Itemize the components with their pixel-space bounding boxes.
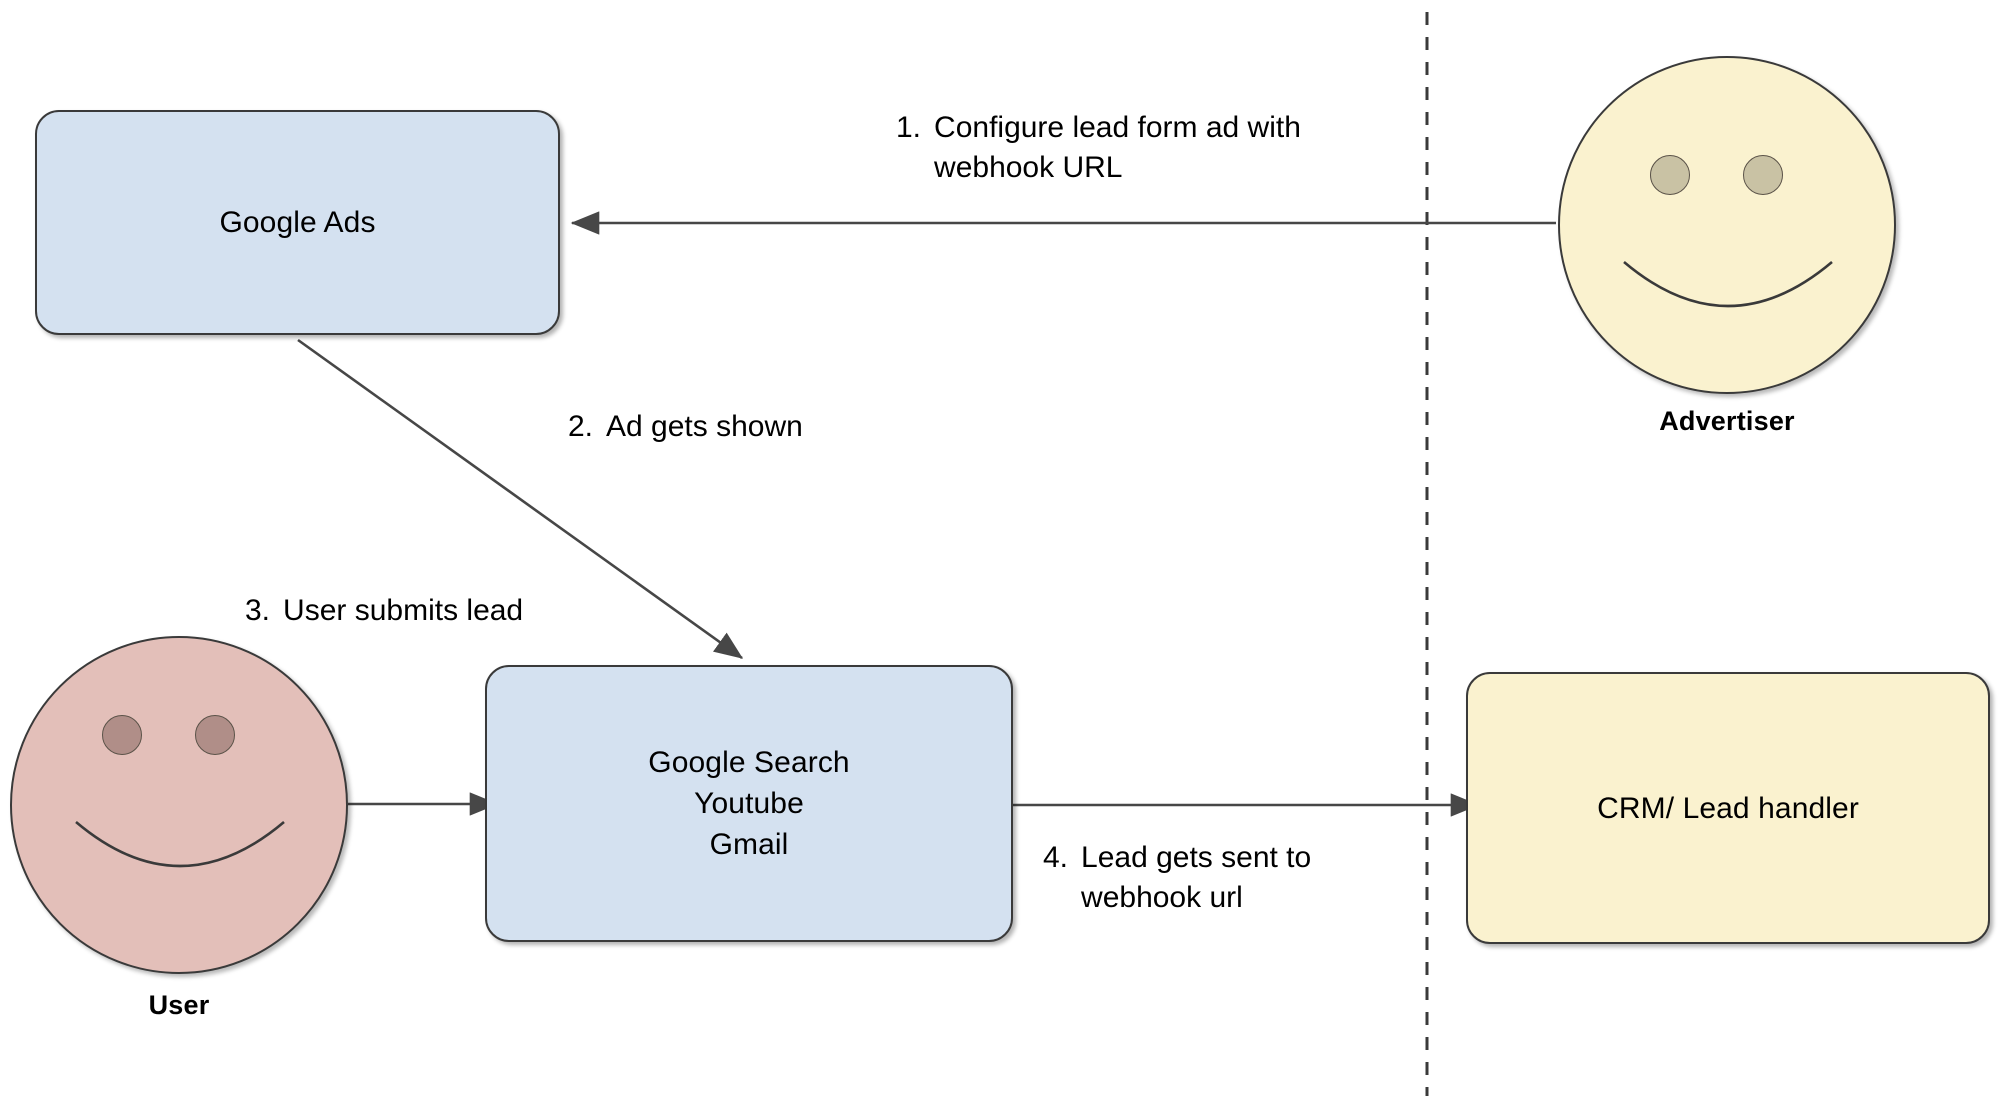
node-crm-lead-handler[interactable]: CRM/ Lead handler bbox=[1466, 672, 1990, 944]
step-label-2: 2. Ad gets shown bbox=[568, 407, 803, 447]
step-3-number: 3. bbox=[245, 594, 271, 627]
user-left-eye-icon bbox=[102, 715, 142, 755]
step-1-number: 1. bbox=[896, 111, 922, 144]
user-face-icon bbox=[10, 636, 348, 974]
step-label-3: 3. User submits lead bbox=[245, 591, 523, 631]
step-2-number: 2. bbox=[568, 410, 594, 443]
advertiser-left-eye-icon bbox=[1650, 155, 1690, 195]
actor-advertiser[interactable] bbox=[1558, 56, 1896, 394]
step-4-number: 4. bbox=[1043, 841, 1069, 874]
step-1-text: Configure lead form ad with webhook URL bbox=[934, 111, 1301, 184]
step-3-text: User submits lead bbox=[283, 594, 524, 627]
actor-advertiser-caption: Advertiser bbox=[1659, 406, 1795, 436]
actor-user[interactable] bbox=[10, 636, 348, 974]
node-google-properties-label: Google Search Youtube Gmail bbox=[648, 746, 850, 861]
user-smile-icon bbox=[75, 821, 285, 868]
node-crm-lead-handler-label: CRM/ Lead handler bbox=[1597, 791, 1859, 825]
advertiser-smile-icon bbox=[1623, 261, 1833, 308]
step-2-text: Ad gets shown bbox=[606, 410, 803, 443]
advertiser-right-eye-icon bbox=[1743, 155, 1783, 195]
node-google-properties[interactable]: Google Search Youtube Gmail bbox=[485, 665, 1013, 942]
step-4-text: Lead gets sent to webhook url bbox=[1081, 841, 1312, 914]
user-right-eye-icon bbox=[195, 715, 235, 755]
step-label-1: 1. Configure lead form ad with webhook U… bbox=[896, 108, 1301, 188]
node-google-ads[interactable]: Google Ads bbox=[35, 110, 560, 335]
node-google-ads-label: Google Ads bbox=[219, 206, 376, 239]
step-label-4: 4. Lead gets sent to webhook url bbox=[1043, 838, 1311, 918]
advertiser-face-icon bbox=[1558, 56, 1896, 394]
actor-user-caption: User bbox=[148, 990, 210, 1020]
